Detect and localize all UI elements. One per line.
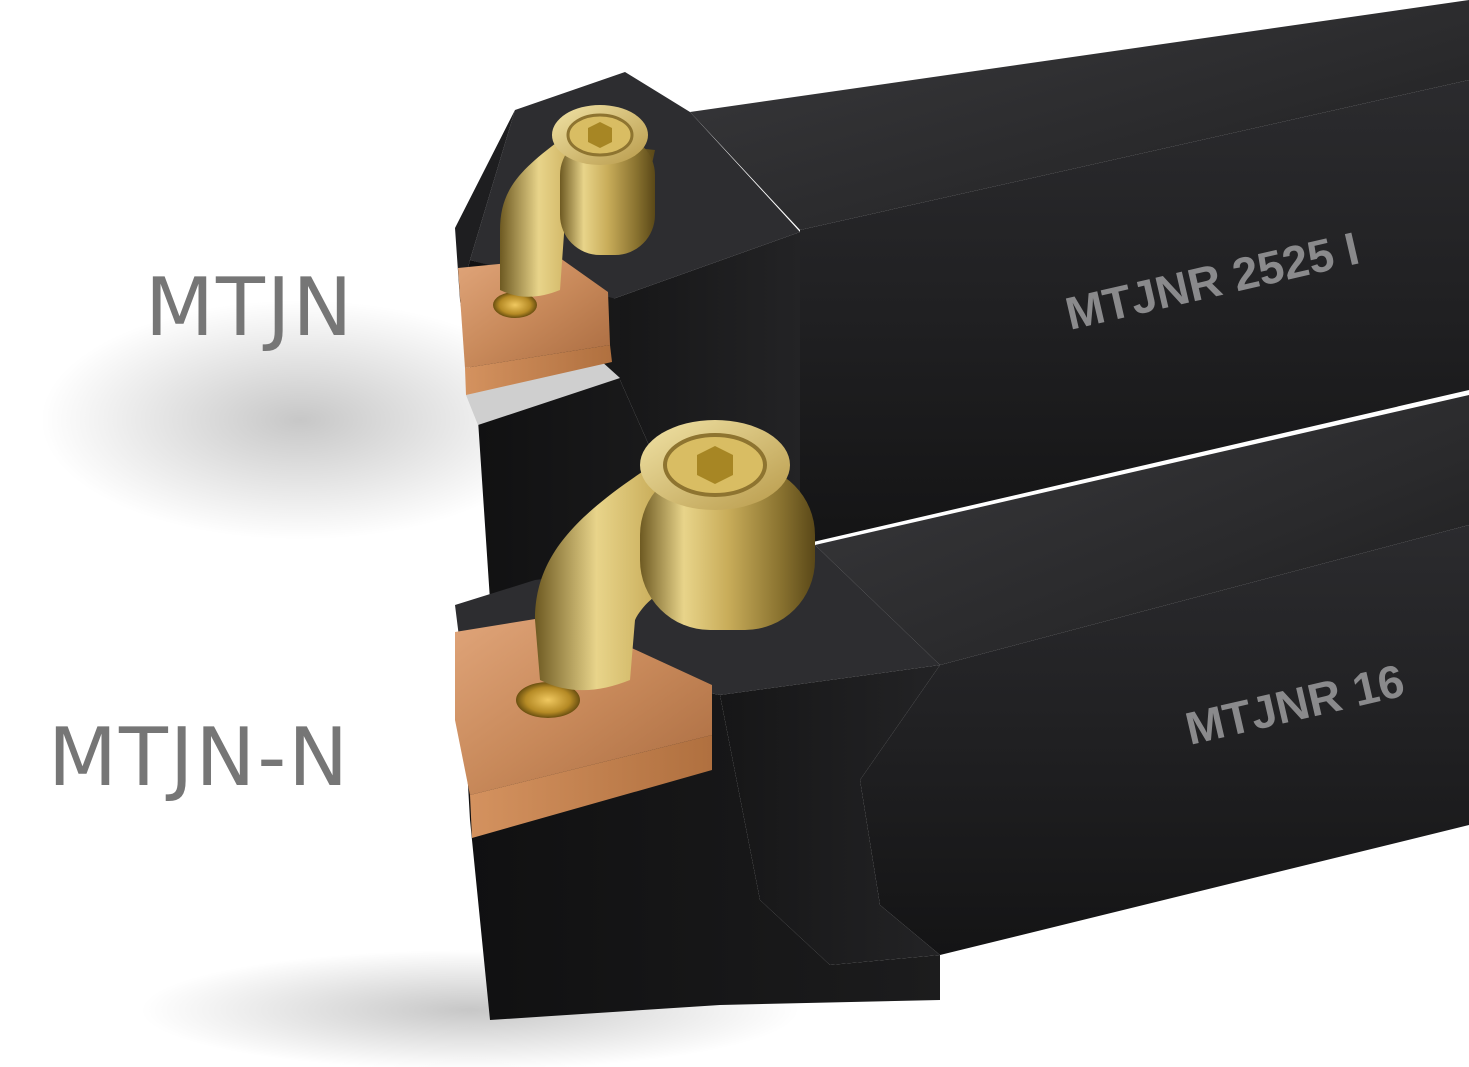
bottom-shank-side-face — [860, 525, 1469, 955]
top-head-front-face — [455, 110, 515, 300]
top-clamp-hex-socket — [588, 122, 612, 148]
bottom-insert-top — [455, 615, 712, 795]
bottom-clamp-cylinder — [640, 465, 815, 630]
bottom-insert-screw — [516, 682, 580, 718]
bottom-clamp-hex-socket — [697, 446, 733, 484]
bottom-insert-side — [470, 735, 712, 838]
top-shank-top-surface — [690, 0, 1469, 230]
label-mtjn-n: MTJN-N — [48, 711, 351, 804]
top-insert-top — [458, 258, 610, 368]
top-clamp-cylinder — [560, 135, 655, 255]
bottom-tool-holder — [455, 395, 1469, 1020]
top-insert-side — [465, 345, 612, 395]
bottom-head-side-face — [720, 665, 940, 965]
bottom-shank-top-surface — [815, 395, 1469, 665]
top-shank-side-face — [800, 80, 1469, 545]
ground-shadow-top — [40, 300, 560, 540]
label-mtjn: MTJN — [145, 261, 355, 354]
top-tool-holder — [455, 0, 1469, 600]
top-shim — [466, 360, 620, 425]
top-insert-screw — [493, 292, 537, 318]
